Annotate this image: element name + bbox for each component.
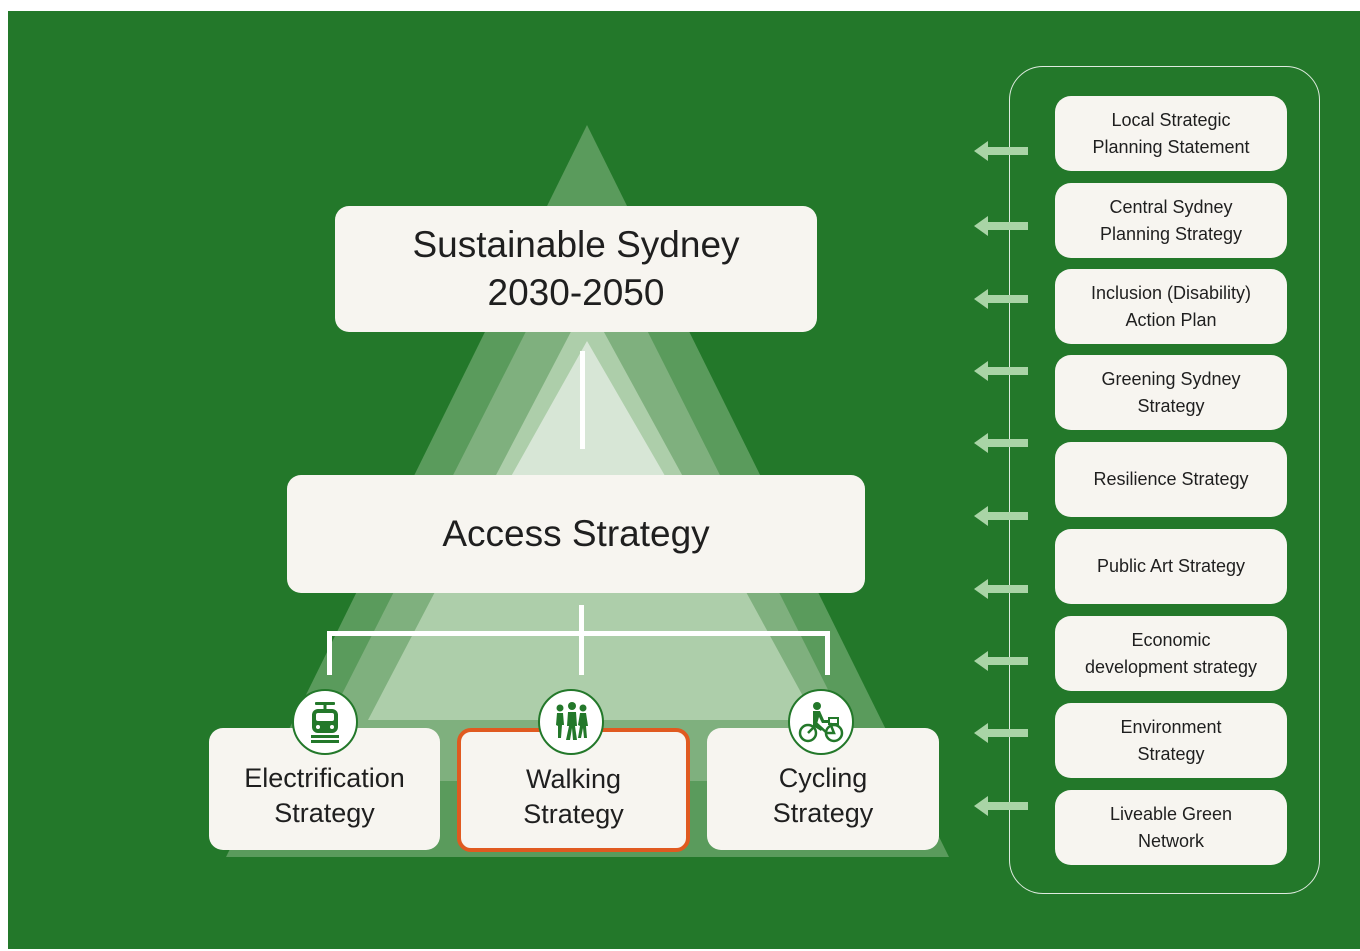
side-box-line2: Action Plan	[1125, 309, 1217, 330]
leaf-line2: Strategy	[274, 798, 375, 828]
side-box-local-strategic: Local Strategic Planning Statement	[1055, 96, 1287, 171]
sustainable-sydney-box: Sustainable Sydney 2030-2050	[335, 206, 817, 332]
arrow-left-icon	[974, 433, 1028, 453]
side-box-public-art: Public Art Strategy	[1055, 529, 1287, 604]
side-box-line2: Planning Strategy	[1099, 223, 1243, 244]
side-box-line1: Inclusion (Disability)	[1090, 282, 1252, 303]
leaf-line1: Electrification	[244, 763, 405, 793]
leaf-line1: Cycling	[778, 763, 868, 793]
side-box-line1: Greening Sydney	[1101, 368, 1241, 389]
side-box-line2: Strategy	[1137, 395, 1205, 416]
side-box-line1: Environment	[1120, 716, 1222, 737]
diagram-canvas: Sustainable Sydney 2030-2050 Access Stra…	[8, 11, 1360, 949]
side-box-central-sydney: Central Sydney Planning Strategy	[1055, 183, 1287, 258]
leaf-line2: Strategy	[523, 799, 624, 829]
arrow-left-icon	[974, 289, 1028, 309]
side-box-environment: Environment Strategy	[1055, 703, 1287, 778]
side-box-line1: Public Art Strategy	[1096, 556, 1246, 576]
side-box-resilience: Resilience Strategy	[1055, 442, 1287, 517]
arrow-left-icon	[974, 579, 1028, 599]
arrow-left-icon	[974, 723, 1028, 743]
arrow-left-icon	[974, 361, 1028, 381]
side-box-liveable-green: Liveable Green Network	[1055, 790, 1287, 865]
arrow-left-icon	[974, 651, 1028, 671]
side-box-line2: Network	[1137, 830, 1204, 851]
side-box-economic: Economic development strategy	[1055, 616, 1287, 691]
side-box-greening: Greening Sydney Strategy	[1055, 355, 1287, 430]
side-box-line1: Local Strategic	[1111, 109, 1231, 130]
related-strategies-panel	[1009, 66, 1320, 894]
access-strategy-box: Access Strategy	[287, 475, 865, 593]
side-box-line1: Resilience Strategy	[1093, 469, 1249, 489]
side-box-line2: development strategy	[1084, 656, 1258, 677]
arrow-left-icon	[974, 506, 1028, 526]
connector-left-drop	[327, 631, 332, 675]
walking-strategy-box: Walking Strategy	[457, 728, 690, 852]
connector-middle-stem	[579, 605, 584, 675]
side-box-line1: Economic	[1131, 629, 1211, 650]
train-icon	[292, 689, 358, 755]
leaf-line1: Walking	[525, 764, 622, 794]
bicycle-icon	[788, 689, 854, 755]
side-box-line2: Planning Statement	[1092, 136, 1250, 157]
access-strategy-label: Access Strategy	[442, 513, 710, 554]
walking-people-icon	[538, 689, 604, 755]
arrow-left-icon	[974, 216, 1028, 236]
side-box-line2: Strategy	[1137, 743, 1205, 764]
connector-top-middle	[580, 351, 585, 449]
top-box-line2: 2030-2050	[487, 272, 665, 313]
side-box-line1: Central Sydney	[1109, 196, 1233, 217]
side-box-line1: Liveable Green	[1109, 803, 1233, 824]
top-box-line1: Sustainable Sydney	[412, 224, 740, 265]
connector-horizontal-bar	[327, 631, 830, 636]
leaf-line2: Strategy	[772, 798, 874, 828]
arrow-left-icon	[974, 796, 1028, 816]
side-box-inclusion: Inclusion (Disability) Action Plan	[1055, 269, 1287, 344]
arrow-left-icon	[974, 141, 1028, 161]
connector-right-drop	[825, 631, 830, 675]
